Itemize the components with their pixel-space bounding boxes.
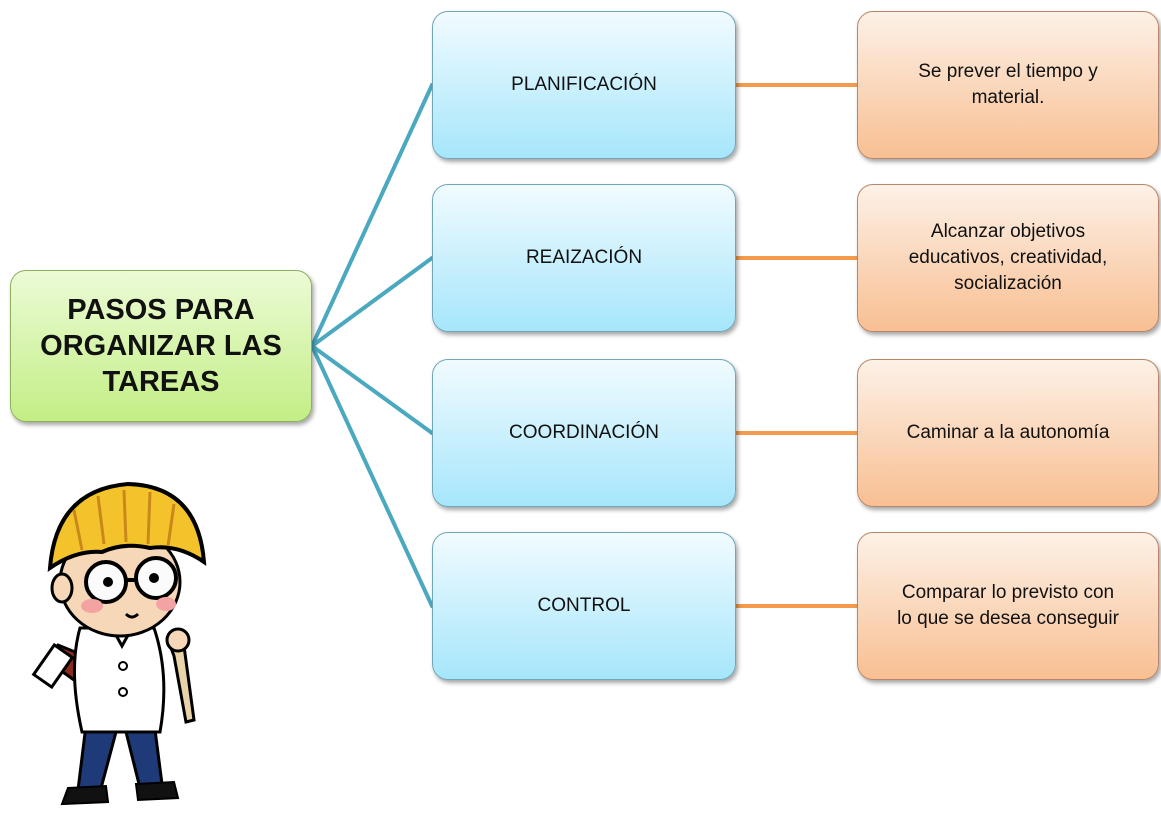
step-node-coordinacion: COORDINACIÓN xyxy=(432,359,736,507)
step-node-reaizacion: REAIZACIÓN xyxy=(432,184,736,332)
connector-root-coordinacion xyxy=(310,344,434,435)
step-node-planificacion: PLANIFICACIÓN xyxy=(432,11,736,159)
description-node-reaizacion: Alcanzar objetivos educativos, creativid… xyxy=(857,184,1159,332)
step-node-control: CONTROL xyxy=(432,532,736,680)
step-label: REAIZACIÓN xyxy=(525,247,643,268)
root-label: PASOS PARA ORGANIZAR LAS TAREAS xyxy=(40,294,282,398)
student-character-illustration xyxy=(31,481,207,806)
step-label: COORDINACIÓN xyxy=(509,422,659,443)
step-label: CONTROL xyxy=(537,595,631,616)
connector-root-reaizacion xyxy=(310,256,434,348)
description-text: Comparar lo previsto con lo que se desea… xyxy=(897,582,1119,629)
step-label: PLANIFICACIÓN xyxy=(511,74,657,95)
description-text: Alcanzar objetivos educativos, creativid… xyxy=(908,221,1108,294)
description-text: Caminar a la autonomía xyxy=(906,422,1110,443)
connector-root-control xyxy=(310,344,434,608)
description-text: Se prever el tiempo y material. xyxy=(918,61,1098,108)
root-node: PASOS PARA ORGANIZAR LAS TAREAS xyxy=(10,270,312,422)
connector-root-planificacion xyxy=(310,83,434,348)
description-node-control: Comparar lo previsto con lo que se desea… xyxy=(857,532,1159,680)
description-node-coordinacion: Caminar a la autonomía xyxy=(857,359,1159,507)
description-node-planificacion: Se prever el tiempo y material. xyxy=(857,11,1159,159)
